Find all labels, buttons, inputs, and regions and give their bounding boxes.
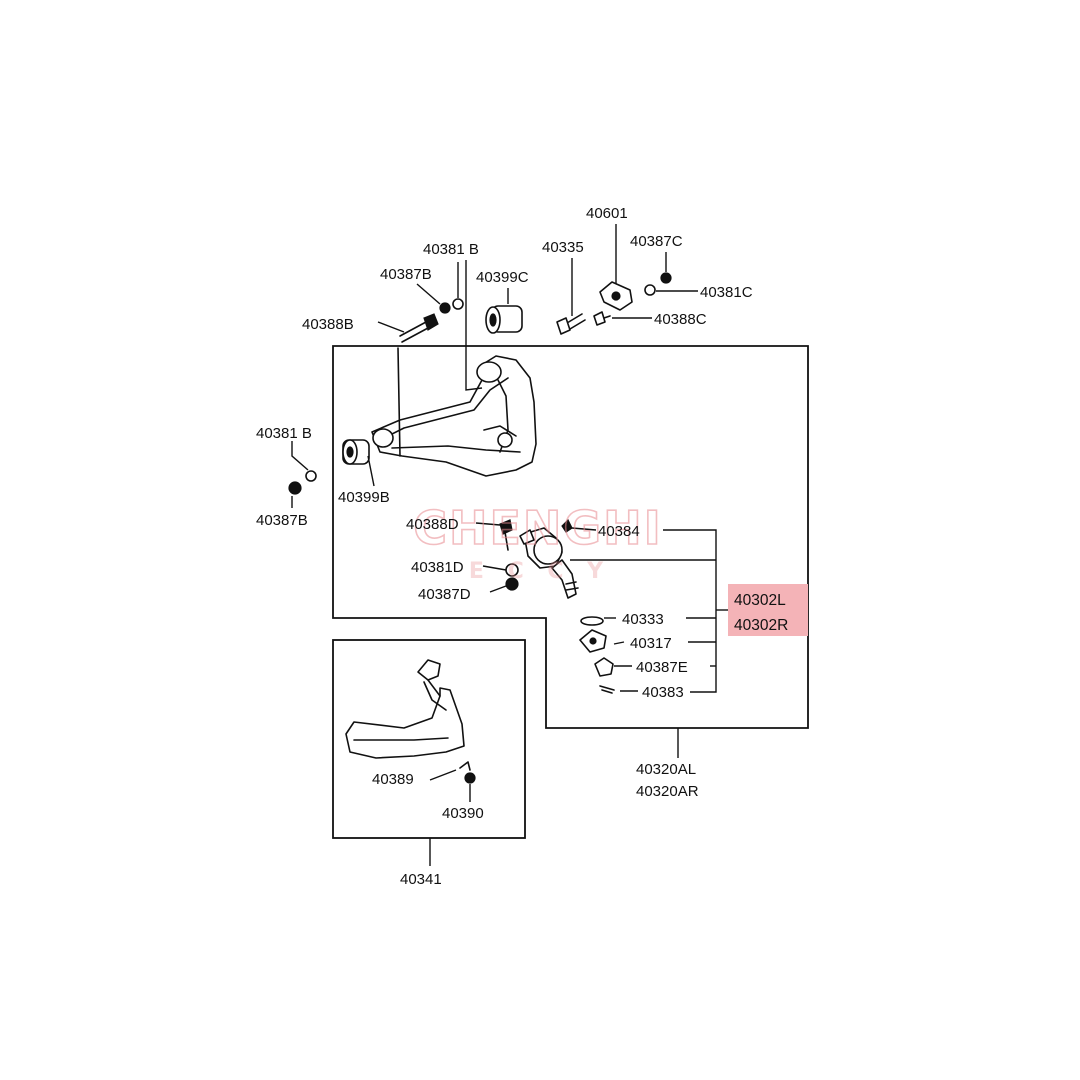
label-40389: 40389 bbox=[372, 771, 414, 788]
label-40302L: 40302L bbox=[734, 592, 786, 609]
bushing-40399C bbox=[485, 305, 523, 334]
clip-40389 bbox=[459, 761, 471, 771]
highlight-40302 bbox=[728, 584, 808, 636]
nut-40387B-left bbox=[288, 481, 302, 495]
label-40384: 40384 bbox=[598, 523, 640, 540]
label-40387B-left: 40387B bbox=[256, 512, 308, 529]
nut-40387D bbox=[505, 577, 519, 591]
nut-40387C bbox=[660, 272, 672, 284]
nut-40387B-top bbox=[439, 302, 451, 314]
label-40387B-top: 40387B bbox=[380, 266, 432, 283]
washer-40381C bbox=[644, 284, 656, 296]
label-40381B-top: 40381 B bbox=[423, 241, 479, 258]
label-40341: 40341 bbox=[400, 871, 442, 888]
label-40381B-left: 40381 B bbox=[256, 425, 312, 442]
label-40317: 40317 bbox=[630, 635, 672, 652]
upper-arm-assembly-box bbox=[332, 345, 809, 729]
washer-40381B-left bbox=[305, 470, 317, 482]
label-40388B: 40388B bbox=[302, 316, 354, 333]
nut-40387E bbox=[594, 657, 614, 677]
protector-40341 bbox=[345, 659, 465, 759]
washer-40381B-top bbox=[452, 298, 464, 310]
label-40302R: 40302R bbox=[734, 617, 788, 634]
bolt-40388B bbox=[399, 313, 439, 343]
upper-control-arm bbox=[371, 347, 537, 477]
label-40387C: 40387C bbox=[630, 233, 683, 250]
label-40320AL: 40320AL bbox=[636, 761, 696, 778]
label-40381C: 40381C bbox=[700, 284, 753, 301]
nut-40390 bbox=[464, 772, 476, 784]
label-40387D: 40387D bbox=[418, 586, 471, 603]
watermark-main: CHENGHI bbox=[413, 501, 663, 555]
label-40601: 40601 bbox=[586, 205, 628, 222]
label-40333: 40333 bbox=[622, 611, 664, 628]
label-40381D: 40381D bbox=[411, 559, 464, 576]
part-labels: 40601 40387C 40381C 40388C 40335 40381 B… bbox=[256, 205, 788, 888]
label-40388C: 40388C bbox=[654, 311, 707, 328]
bolt-40335 bbox=[556, 313, 586, 335]
watermark-sub: E C C Y bbox=[469, 559, 611, 584]
ring-40333 bbox=[580, 616, 604, 626]
ball-joint-40302 bbox=[519, 527, 579, 599]
label-40399C: 40399C bbox=[476, 269, 529, 286]
boot-40317 bbox=[579, 629, 607, 653]
protector-assembly-box bbox=[332, 639, 526, 839]
watermark: CHENGHI E C C Y bbox=[412, 500, 663, 584]
label-40390: 40390 bbox=[442, 805, 484, 822]
label-40388D: 40388D bbox=[406, 516, 459, 533]
bushing-40399B bbox=[342, 439, 370, 465]
plate-40601 bbox=[599, 281, 633, 311]
leader-lines bbox=[291, 224, 728, 866]
bolt-40388D bbox=[499, 519, 513, 551]
label-40387E: 40387E bbox=[636, 659, 688, 676]
bolt-40388C bbox=[593, 311, 611, 326]
label-40320AR: 40320AR bbox=[636, 783, 699, 800]
pin-40383 bbox=[599, 685, 615, 694]
label-40383: 40383 bbox=[642, 684, 684, 701]
label-40335: 40335 bbox=[542, 239, 584, 256]
label-40399B: 40399B bbox=[338, 489, 390, 506]
